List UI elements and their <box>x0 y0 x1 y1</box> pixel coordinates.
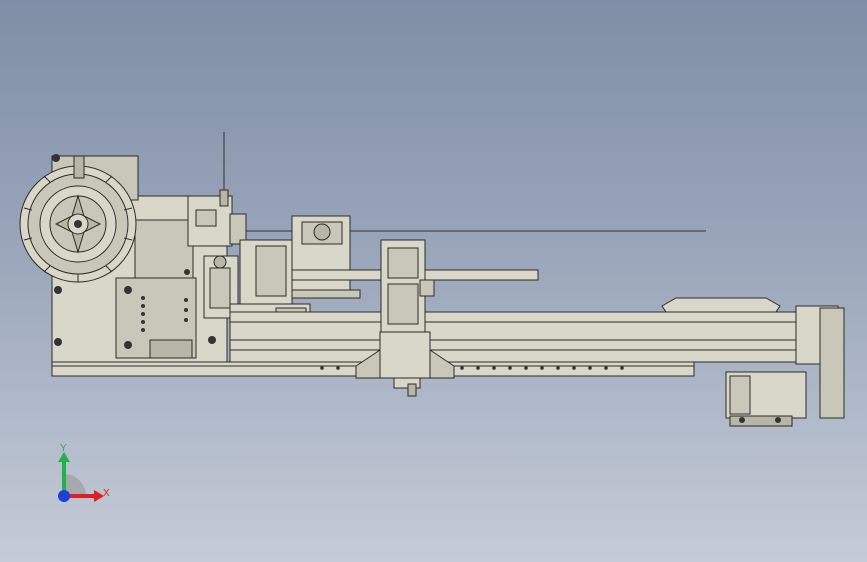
triad-plane <box>64 474 86 496</box>
carriage <box>355 239 455 397</box>
linear-rail <box>229 311 797 370</box>
axis-triad <box>50 440 120 510</box>
housing-holes <box>54 269 216 349</box>
z-axis-dot <box>58 490 70 502</box>
housing-block <box>134 219 194 279</box>
wire-guide-assembly <box>187 189 351 331</box>
top-plate <box>661 297 781 313</box>
spool-reel <box>19 154 139 283</box>
x-axis-label: X <box>103 488 110 499</box>
y-axis-label: Y <box>60 443 67 454</box>
servo-motor <box>725 305 845 427</box>
